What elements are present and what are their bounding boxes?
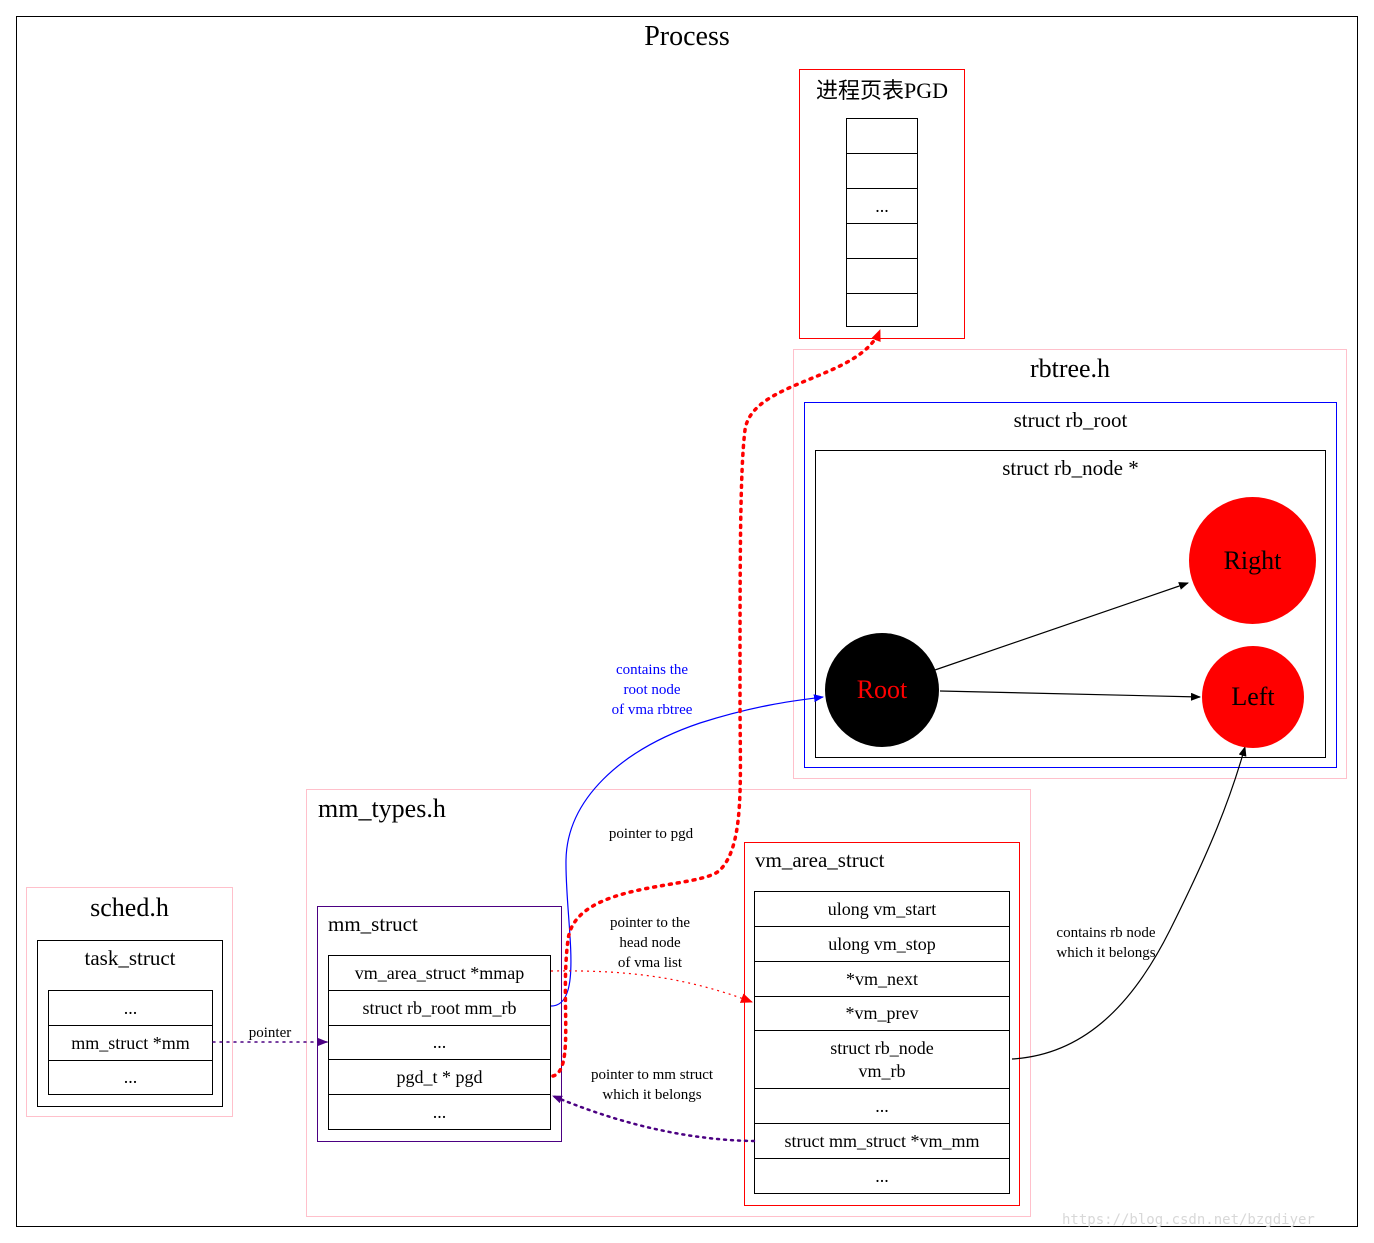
- mm-types-title: mm_types.h: [318, 794, 446, 823]
- rb-node-root-label: Root: [856, 675, 908, 704]
- edge-mmrb-root: [550, 694, 824, 1007]
- vma-field-vm-stop: ulong vm_stop: [755, 927, 1009, 962]
- watermark: https://blog.csdn.net/bzgdiyer: [1062, 1212, 1315, 1228]
- pgd-table: ...: [846, 118, 918, 327]
- mm-field-ellipsis: ...: [432, 1101, 447, 1122]
- pgd-title: 进程页表PGD: [815, 78, 948, 103]
- task-struct-cluster: task_struct: [37, 940, 223, 1107]
- mm-types-cluster: mm_types.h: [306, 789, 1031, 1217]
- vma-title: vm_area_struct: [755, 848, 885, 872]
- mm-field-ellipsis: ...: [329, 1026, 550, 1060]
- task-field-ellipsis: ...: [123, 1067, 138, 1087]
- pgd-entry: [847, 119, 917, 154]
- edge-root-left: [939, 690, 1201, 701]
- task-struct-table: ... mm_struct *mm ...: [48, 990, 213, 1095]
- pgd-cluster: 进程页表PGD: [799, 69, 965, 339]
- rb-node-right: Right: [1189, 497, 1316, 624]
- vma-field-ellipsis: ...: [755, 1089, 1009, 1124]
- rb-node-root: Root: [825, 633, 939, 747]
- process-cluster: Process: [16, 16, 1358, 1227]
- vma-field-vm-mm: struct mm_struct *vm_mm: [755, 1124, 1009, 1159]
- mm-field-mmap: vm_area_struct *mmap: [329, 956, 550, 991]
- mm-struct-title: mm_struct: [328, 912, 418, 936]
- mm-field-pgd: pgd_t * pgd: [329, 1060, 550, 1095]
- task-field-mm: mm_struct *mm: [49, 1026, 212, 1061]
- edge-root-right: [931, 582, 1189, 672]
- mm-struct-cluster: mm_struct: [317, 906, 562, 1142]
- rb-node-cluster: struct rb_node *: [815, 450, 1326, 758]
- vma-table: ulong vm_start ulong vm_stop *vm_next *v…: [754, 891, 1010, 1194]
- rb-node-title: struct rb_node *: [1002, 456, 1139, 480]
- label-pointer-to-head: pointer to the head node of vma list: [610, 915, 690, 971]
- mm-struct-table: vm_area_struct *mmap struct rb_root mm_r…: [328, 955, 551, 1130]
- rb-node-right-label: Right: [1223, 545, 1282, 575]
- label-pointer: pointer: [248, 1025, 292, 1041]
- rb-root-cluster: struct rb_root: [804, 402, 1337, 768]
- label-contains-root: contains the root node of vma rbtree: [611, 662, 693, 718]
- process-title: Process: [644, 21, 730, 52]
- label-contains-rb-node: contains rb node which it belongs: [1056, 925, 1156, 961]
- edge-vmrb-left: [1011, 746, 1247, 1060]
- rb-node-left: Left: [1202, 646, 1304, 748]
- vma-field-ellipsis: ...: [875, 1165, 889, 1186]
- vma-field-vm-next: *vm_next: [755, 962, 1009, 997]
- task-struct-title: task_struct: [84, 946, 176, 970]
- task-field-ellipsis: ...: [49, 991, 212, 1026]
- vma-cluster: vm_area_struct: [744, 842, 1020, 1206]
- rbtree-cluster: rbtree.h: [793, 349, 1347, 779]
- pgd-entry: [847, 154, 917, 189]
- sched-title: sched.h: [90, 893, 169, 922]
- edge-vmmm-mm: [551, 1094, 756, 1143]
- vma-field-vm-start: ulong vm_start: [755, 892, 1009, 927]
- pgd-entry: ...: [847, 189, 917, 224]
- rb-root-title: struct rb_root: [1013, 408, 1128, 432]
- mm-field-mm-rb: struct rb_root mm_rb: [329, 991, 550, 1026]
- pgd-entry: [847, 259, 917, 294]
- rbtree-title: rbtree.h: [1029, 354, 1111, 383]
- pgd-entry: [847, 224, 917, 259]
- vma-field-vm-prev: *vm_prev: [755, 997, 1009, 1031]
- label-pointer-to-mm: pointer to mm struct which it belongs: [590, 1067, 714, 1103]
- label-pointer-to-pgd: pointer to pgd: [608, 826, 694, 842]
- edge-mmap-vma: [550, 970, 753, 1003]
- rb-node-left-label: Left: [1231, 682, 1275, 711]
- sched-cluster: sched.h: [26, 887, 233, 1117]
- vma-field-vm-rb: struct rb_node vm_rb: [755, 1031, 1009, 1089]
